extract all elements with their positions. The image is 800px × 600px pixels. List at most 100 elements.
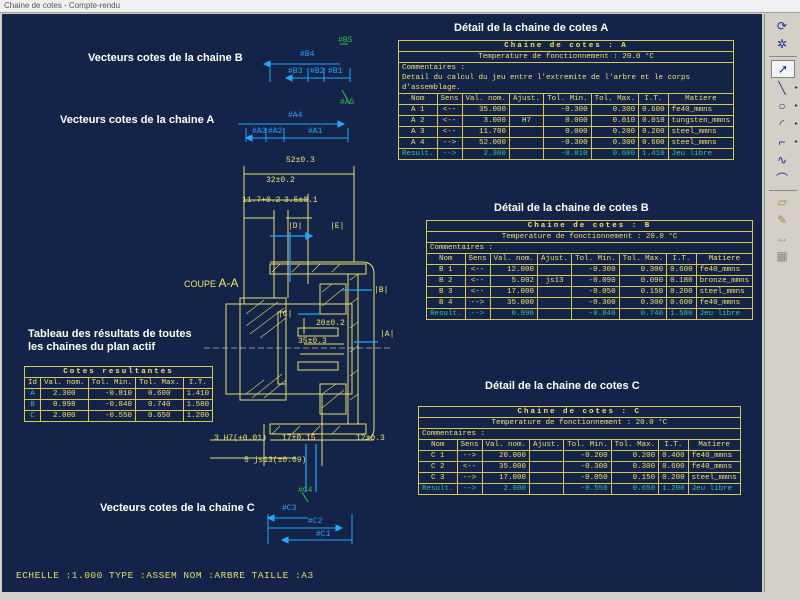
table-cell: 0.600 [590, 148, 640, 160]
table-cell: 2.000 [481, 483, 531, 495]
table-cell: js13 [537, 275, 573, 287]
table-cell: 2.300 [461, 148, 511, 160]
table-cell: C [23, 410, 42, 422]
regen-alt-icon[interactable]: ✲ [776, 37, 788, 51]
window-title: Chaine de cotes - Compte-rendu [4, 1, 121, 10]
table-cell [509, 137, 545, 149]
table-cell: -0.200 [563, 450, 612, 462]
table-cell: 0.010 [638, 115, 669, 127]
table-cell: Result. [418, 483, 458, 495]
table-cell [529, 450, 565, 462]
col-header: Ajust. [529, 439, 565, 451]
chain-b-comments: Commentaires : [425, 242, 754, 254]
table-cell [509, 126, 545, 138]
table-cell: B 2 [426, 275, 466, 287]
table-cell: 0.650 [610, 483, 660, 495]
table-cell: -0.050 [563, 472, 612, 484]
table-cell: H7 [509, 115, 545, 127]
col-header: Tol. Max. [610, 439, 660, 451]
col-header: I.T. [658, 439, 689, 451]
col-header: Tol. Min. [563, 439, 612, 451]
table-cell: 0.200 [666, 286, 697, 298]
right-toolbar: ⟳ ✲ ➚ ╲▸ ○▸ ◜▸ ⌐▸ ∿ ⌒ ▱ ✎ ↔ ▦ [764, 14, 800, 592]
table-cell: -0.090 [571, 275, 620, 287]
offset-icon[interactable]: ▱ [777, 195, 787, 209]
edit-icon[interactable]: ✎ [776, 213, 788, 227]
table-cell [509, 148, 545, 160]
table-cell [537, 264, 573, 276]
col-header: Sens [456, 439, 483, 451]
table-cell: 0.400 [658, 450, 689, 462]
table-cell: 0.090 [618, 275, 668, 287]
select-arrow-icon[interactable]: ➚ [771, 60, 795, 78]
table-cell: 0.600 [638, 137, 669, 149]
table-cell: 0.010 [590, 115, 640, 127]
table-cell: B 1 [426, 264, 466, 276]
chain-b-title: Chaine de cotes : B [425, 220, 754, 232]
window-title-bar: Chaine de cotes - Compte-rendu [0, 0, 800, 13]
circle-icon[interactable]: ○ [778, 99, 786, 113]
spline-icon[interactable]: ∿ [776, 153, 788, 167]
col-header: Matiere [687, 439, 741, 451]
arc-icon[interactable]: ◜ [779, 117, 785, 131]
regen-icon[interactable]: ⟳ [776, 19, 788, 33]
table-cell: 35.000 [461, 104, 511, 116]
table-cell: 0.600 [658, 461, 689, 473]
table-cell: <-- [464, 264, 491, 276]
tag-a: |A| [380, 330, 395, 339]
table-cell: -0.810 [87, 388, 137, 400]
table-cell: -0.300 [571, 264, 620, 276]
caret-icon: ▸ [795, 139, 799, 145]
vector-c4: #C4 [298, 486, 313, 495]
table-cell: C 3 [418, 472, 458, 484]
table-cell: --> [456, 450, 483, 462]
dimension-icon[interactable]: ↔ [776, 231, 788, 245]
dim-3-5: 3.5±0.1 [284, 196, 318, 205]
chain-a-comments: Commentaires :Detail du calcul du jeu en… [397, 62, 735, 94]
table-cell: 11.700 [461, 126, 511, 138]
table-cell: -0.300 [563, 461, 612, 473]
table-cell: 2.000 [40, 410, 89, 422]
table-cell: A 1 [398, 104, 438, 116]
chain-c-comments: Commentaires : [418, 428, 741, 440]
fillet-icon[interactable]: ⌐ [778, 135, 786, 149]
table-cell [529, 483, 565, 495]
dim-20: 20±0.2 [316, 319, 345, 328]
col-header: I.T. [182, 377, 214, 389]
table-cell: <-- [436, 126, 463, 138]
table-cell: B [23, 399, 42, 411]
table-cell: -0.300 [571, 297, 620, 309]
table-cell: fe40_mmns [695, 264, 754, 276]
heading-vectors-c: Vecteurs cotes de la chaine C [100, 502, 255, 514]
table-cell: Jeu libre [667, 148, 735, 160]
table-cell: fe40_mmns [687, 461, 741, 473]
table-cell [529, 461, 565, 473]
table-icon[interactable]: ▦ [776, 249, 788, 263]
table-cell: 35.000 [489, 297, 539, 309]
vector-b1: #B1 [328, 67, 343, 76]
curve-icon[interactable]: ⌒ [775, 171, 788, 186]
col-header: Val. nom. [461, 93, 511, 105]
table-cell: 0.200 [638, 126, 669, 138]
table-cell [537, 308, 573, 320]
col-header: Val. nom. [489, 253, 539, 265]
col-header: Tol. Min. [543, 93, 592, 105]
drawing-canvas[interactable]: Détail de la chaine de cotes A Détail de… [2, 14, 762, 592]
table-cell: 0.300 [618, 264, 668, 276]
table-cell: <-- [464, 286, 491, 298]
table-cell: 0.998 [40, 399, 89, 411]
table-cell: 0.150 [610, 472, 660, 484]
chain-a-temp: Temperature de fonctionnement : 20.0 °C [397, 51, 735, 63]
table-cell: 0.200 [658, 472, 689, 484]
toolbar-separator [769, 190, 797, 191]
heading-detail-c: Détail de la chaine de cotes C [485, 380, 640, 392]
table-cell: --> [436, 148, 463, 160]
line-icon[interactable]: ╲ [778, 81, 786, 95]
